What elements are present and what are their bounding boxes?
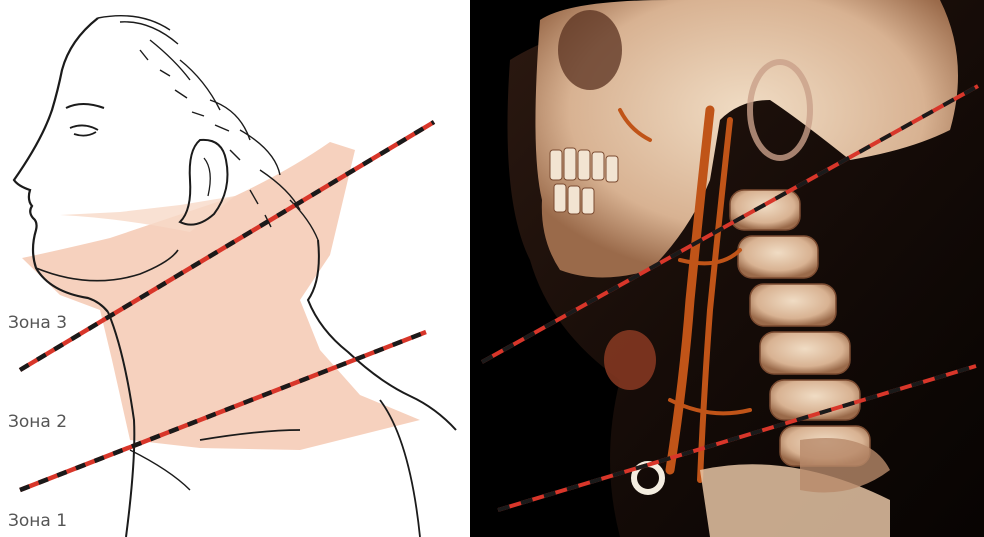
- collar-line: [130, 450, 190, 490]
- ct-volume-render: [470, 0, 984, 537]
- ear-inner: [204, 158, 210, 196]
- zone-1-label: Зона 1: [8, 511, 67, 531]
- orbit: [558, 10, 622, 90]
- ct-render-panel: [470, 0, 984, 537]
- eye-icon: [70, 125, 98, 135]
- illustration-panel: Зона 3 Зона 2 Зона 1: [0, 0, 466, 537]
- neck-illustration: [0, 0, 466, 537]
- brow: [66, 104, 104, 108]
- zone-3-label: Зона 3: [8, 313, 67, 333]
- zone-2-label: Зона 2: [8, 412, 67, 432]
- larynx: [604, 330, 656, 390]
